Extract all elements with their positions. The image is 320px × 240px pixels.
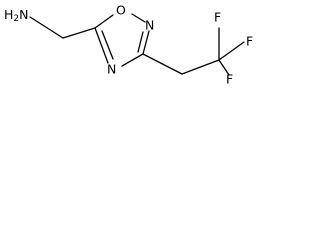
atom-labels: H2N O N N F F F bbox=[4, 3, 253, 87]
bond-nitrogen-carbon-double-b bbox=[137, 31, 144, 53]
bond-ring-to-ethyl bbox=[142, 53, 183, 75]
ring-nitrogen-lower-label: N bbox=[107, 62, 116, 77]
amine-label: H2N bbox=[4, 7, 29, 24]
bond-ring-carbon-oxygen bbox=[94, 14, 114, 29]
bond-cf-bottom bbox=[218, 59, 230, 76]
bond-carbon-nitrogen-lower bbox=[121, 53, 144, 67]
bond-oxygen-nitrogen bbox=[131, 13, 146, 23]
bond-lower-nitrogen-carbon-double-b bbox=[101, 30, 114, 60]
bond-ethyl-to-trifluoromethyl bbox=[181, 59, 220, 75]
ring-nitrogen-upper-label: N bbox=[145, 18, 154, 33]
bond-set bbox=[29, 13, 245, 76]
fluorine-top-label: F bbox=[214, 10, 221, 25]
bond-methylene-ring-carbon bbox=[62, 27, 96, 39]
bond-cf-right bbox=[218, 41, 245, 61]
bond-lower-nitrogen-carbon-double-a bbox=[94, 27, 109, 64]
chemical-structure-diagram: H2N O N N F F F bbox=[4, 3, 253, 87]
bond-amine-methylene bbox=[29, 16, 64, 39]
fluorine-right-label: F bbox=[246, 34, 253, 49]
fluorine-bottom-label: F bbox=[226, 72, 233, 87]
ring-oxygen-label: O bbox=[116, 3, 126, 18]
bond-nitrogen-carbon-double-a bbox=[142, 30, 150, 55]
